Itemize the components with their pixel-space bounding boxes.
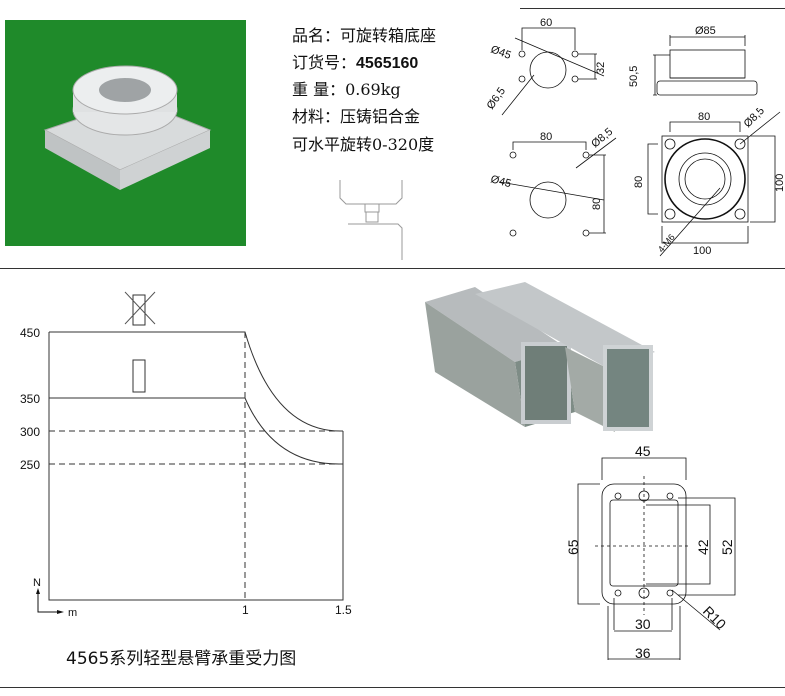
- order-label: 订货号：: [292, 53, 357, 72]
- y-tick-label: 300: [20, 425, 40, 439]
- plan-view-drawing: 80 Ø8,5 80 100 100 4-M6: [633, 108, 785, 257]
- mount-icon-allowed: [132, 359, 146, 393]
- y-tick-label: 250: [20, 458, 40, 472]
- dim-height: 80: [591, 198, 603, 210]
- base-product-photo: [5, 20, 246, 246]
- material-label: 材料：: [292, 107, 341, 126]
- series-line-2: [49, 397, 344, 465]
- rotation-note: 可水平旋转0-320度: [292, 135, 435, 154]
- dim-height: 32: [595, 62, 607, 74]
- weight-value: 0.69kg: [345, 80, 401, 99]
- dim-bottom: 100: [693, 245, 711, 257]
- dim-width: 45: [635, 443, 651, 459]
- dim-inner-width: 30: [635, 616, 651, 632]
- install-sketch: [339, 180, 403, 260]
- series-line-1: [49, 331, 344, 432]
- extrusion-photo: [425, 282, 655, 432]
- x-axis-label: m: [68, 607, 77, 619]
- cross-out-icon: [124, 291, 156, 325]
- hole-pattern-80x80: 80 Ø45 Ø8,5 80: [489, 126, 617, 237]
- dim-inner-height: 42: [695, 539, 711, 555]
- x-tick-label: 1: [242, 603, 249, 617]
- product-name: 可旋转箱底座: [340, 26, 437, 45]
- product-name-line: 品名：可旋转箱底座: [292, 22, 436, 46]
- dim-height: 50,5: [628, 66, 640, 87]
- dim-diameter: Ø45: [489, 173, 512, 190]
- mount-icon-crossed: [132, 294, 146, 326]
- dim-top: 80: [698, 111, 710, 123]
- dim-slot-spacing: 52: [719, 539, 735, 555]
- dim-width: 60: [540, 17, 552, 29]
- y-tick-label: 450: [20, 326, 40, 340]
- side-view-drawing: Ø85 50,5: [628, 25, 758, 96]
- axis-arrows: [37, 592, 60, 613]
- chart-title: 4565系列轻型悬臂承重受力图: [66, 649, 297, 669]
- x-arrow-icon: [57, 610, 64, 614]
- order-number: 4565160: [356, 55, 419, 72]
- plot-frame: [48, 332, 344, 601]
- dim-width: 80: [540, 131, 552, 143]
- weight-line: 重 量：0.69kg: [292, 76, 401, 100]
- weight-label: 重 量：: [292, 80, 346, 99]
- load-chart: 450 350 300 250 1 1.5 Nm: [20, 291, 352, 619]
- material-value: 压铸铝合金: [340, 107, 421, 126]
- dim-left: 80: [633, 176, 645, 188]
- y-tick-label: 350: [20, 392, 40, 406]
- dim-radius: R10: [700, 603, 730, 633]
- dim-diameter: Ø85: [695, 25, 716, 37]
- section-divider: [0, 268, 785, 269]
- profile-section-drawing: 45 65 42 52 30 36 R10: [565, 443, 736, 661]
- order-number-line: 订货号：4565160: [292, 49, 418, 73]
- top-rule: [520, 8, 785, 9]
- dim-hole: Ø8,5: [742, 108, 767, 130]
- material-line: 材料：压铸铝合金: [292, 103, 420, 127]
- dim-hole: Ø6,5: [485, 85, 509, 111]
- dim-height: 65: [565, 539, 581, 555]
- dim-outer-width: 36: [635, 645, 651, 661]
- hole-pattern-60x32: 60 Ø45 Ø6,5 32: [485, 17, 607, 116]
- dim-hole: Ø8,5: [589, 126, 615, 151]
- dim-diameter: Ø45: [489, 44, 513, 62]
- name-label: 品名：: [292, 26, 341, 45]
- dim-right: 100: [774, 174, 785, 192]
- bottom-rule: [0, 687, 785, 688]
- y-axis-label: N: [33, 577, 41, 589]
- y-arrow-icon: [36, 588, 40, 594]
- x-tick-label: 1.5: [335, 603, 352, 617]
